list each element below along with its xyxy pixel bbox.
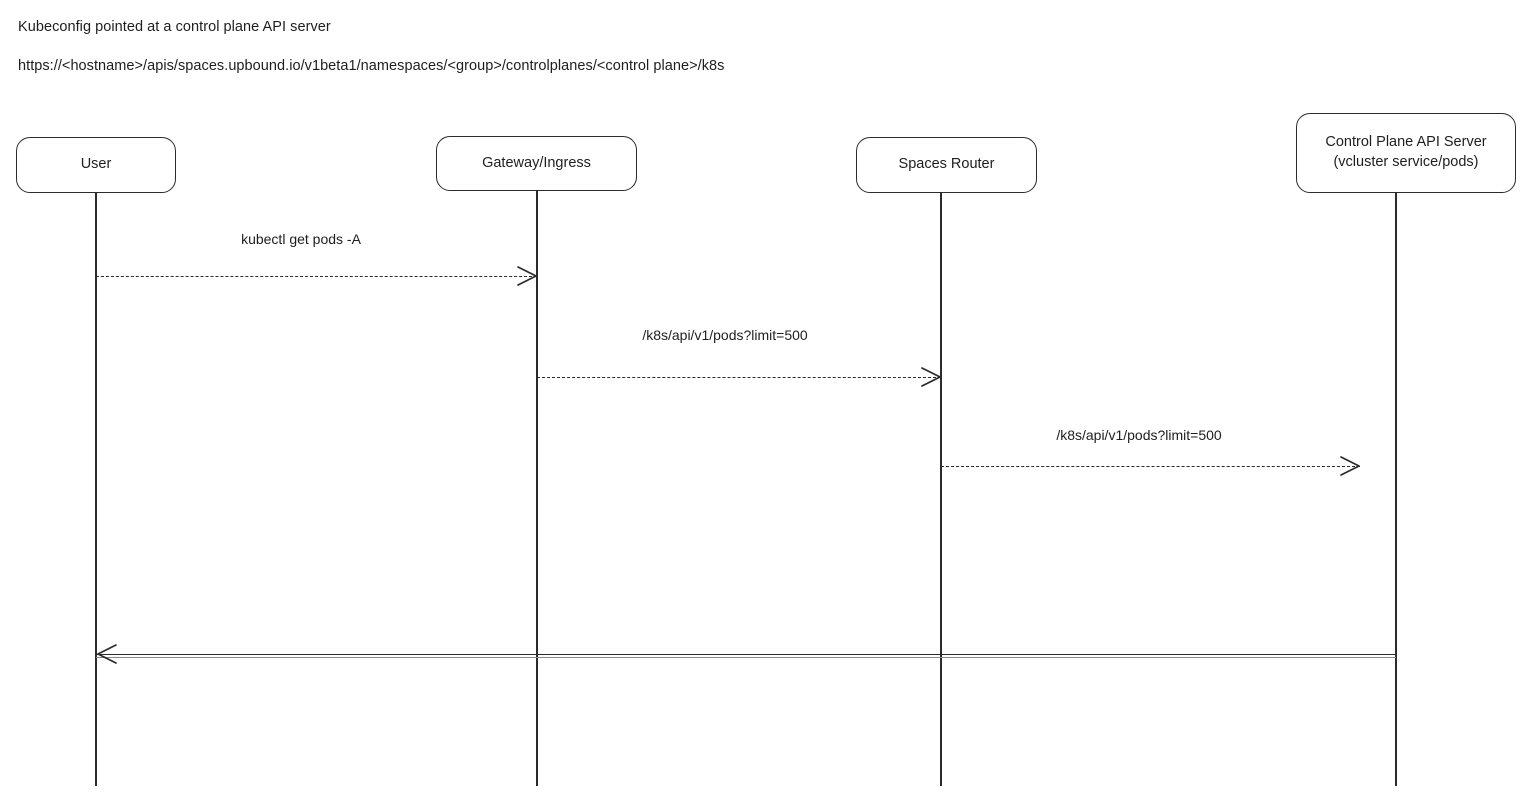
participant-box-spaces-router[interactable]: Spaces Router bbox=[856, 137, 1037, 193]
participant-box-control-plane-api-server[interactable]: Control Plane API Server (vcluster servi… bbox=[1296, 113, 1516, 193]
message-label-msg-gateway-to-router: /k8s/api/v1/pods?limit=500 bbox=[642, 327, 808, 343]
participant-label-spaces-router: Spaces Router bbox=[898, 156, 995, 173]
diagram-subtitle-url: https://<hostname>/apis/spaces.upbound.i… bbox=[18, 58, 725, 74]
arrowhead-icon-msg-gateway-to-router bbox=[920, 366, 942, 388]
message-line-msg-gateway-to-router[interactable] bbox=[537, 377, 941, 378]
message-line-msg-kubectl-get-pods[interactable] bbox=[96, 276, 537, 277]
participant-box-user[interactable]: User bbox=[16, 137, 176, 193]
participant-label-user: User bbox=[80, 156, 112, 173]
message-line-msg-response-to-user[interactable] bbox=[96, 654, 1396, 658]
arrowhead-icon-msg-response-to-user bbox=[96, 643, 118, 665]
participant-box-gateway[interactable]: Gateway/Ingress bbox=[436, 136, 637, 191]
arrowhead-icon-msg-kubectl-get-pods bbox=[516, 265, 538, 287]
participant-label-control-plane-api-server: Control Plane API Server (vcluster servi… bbox=[1325, 134, 1487, 170]
lifeline-user bbox=[95, 193, 97, 786]
lifeline-gateway bbox=[536, 191, 538, 786]
arrowhead-icon-msg-router-to-apiserver bbox=[1339, 455, 1361, 477]
message-line-msg-router-to-apiserver[interactable] bbox=[941, 466, 1360, 467]
lifeline-spaces-router bbox=[940, 193, 942, 786]
diagram-title: Kubeconfig pointed at a control plane AP… bbox=[18, 19, 331, 35]
message-label-msg-router-to-apiserver: /k8s/api/v1/pods?limit=500 bbox=[1056, 427, 1222, 443]
lifeline-control-plane-api-server bbox=[1395, 193, 1397, 786]
participant-label-gateway: Gateway/Ingress bbox=[482, 154, 591, 171]
message-label-msg-kubectl-get-pods: kubectl get pods -A bbox=[241, 231, 361, 247]
